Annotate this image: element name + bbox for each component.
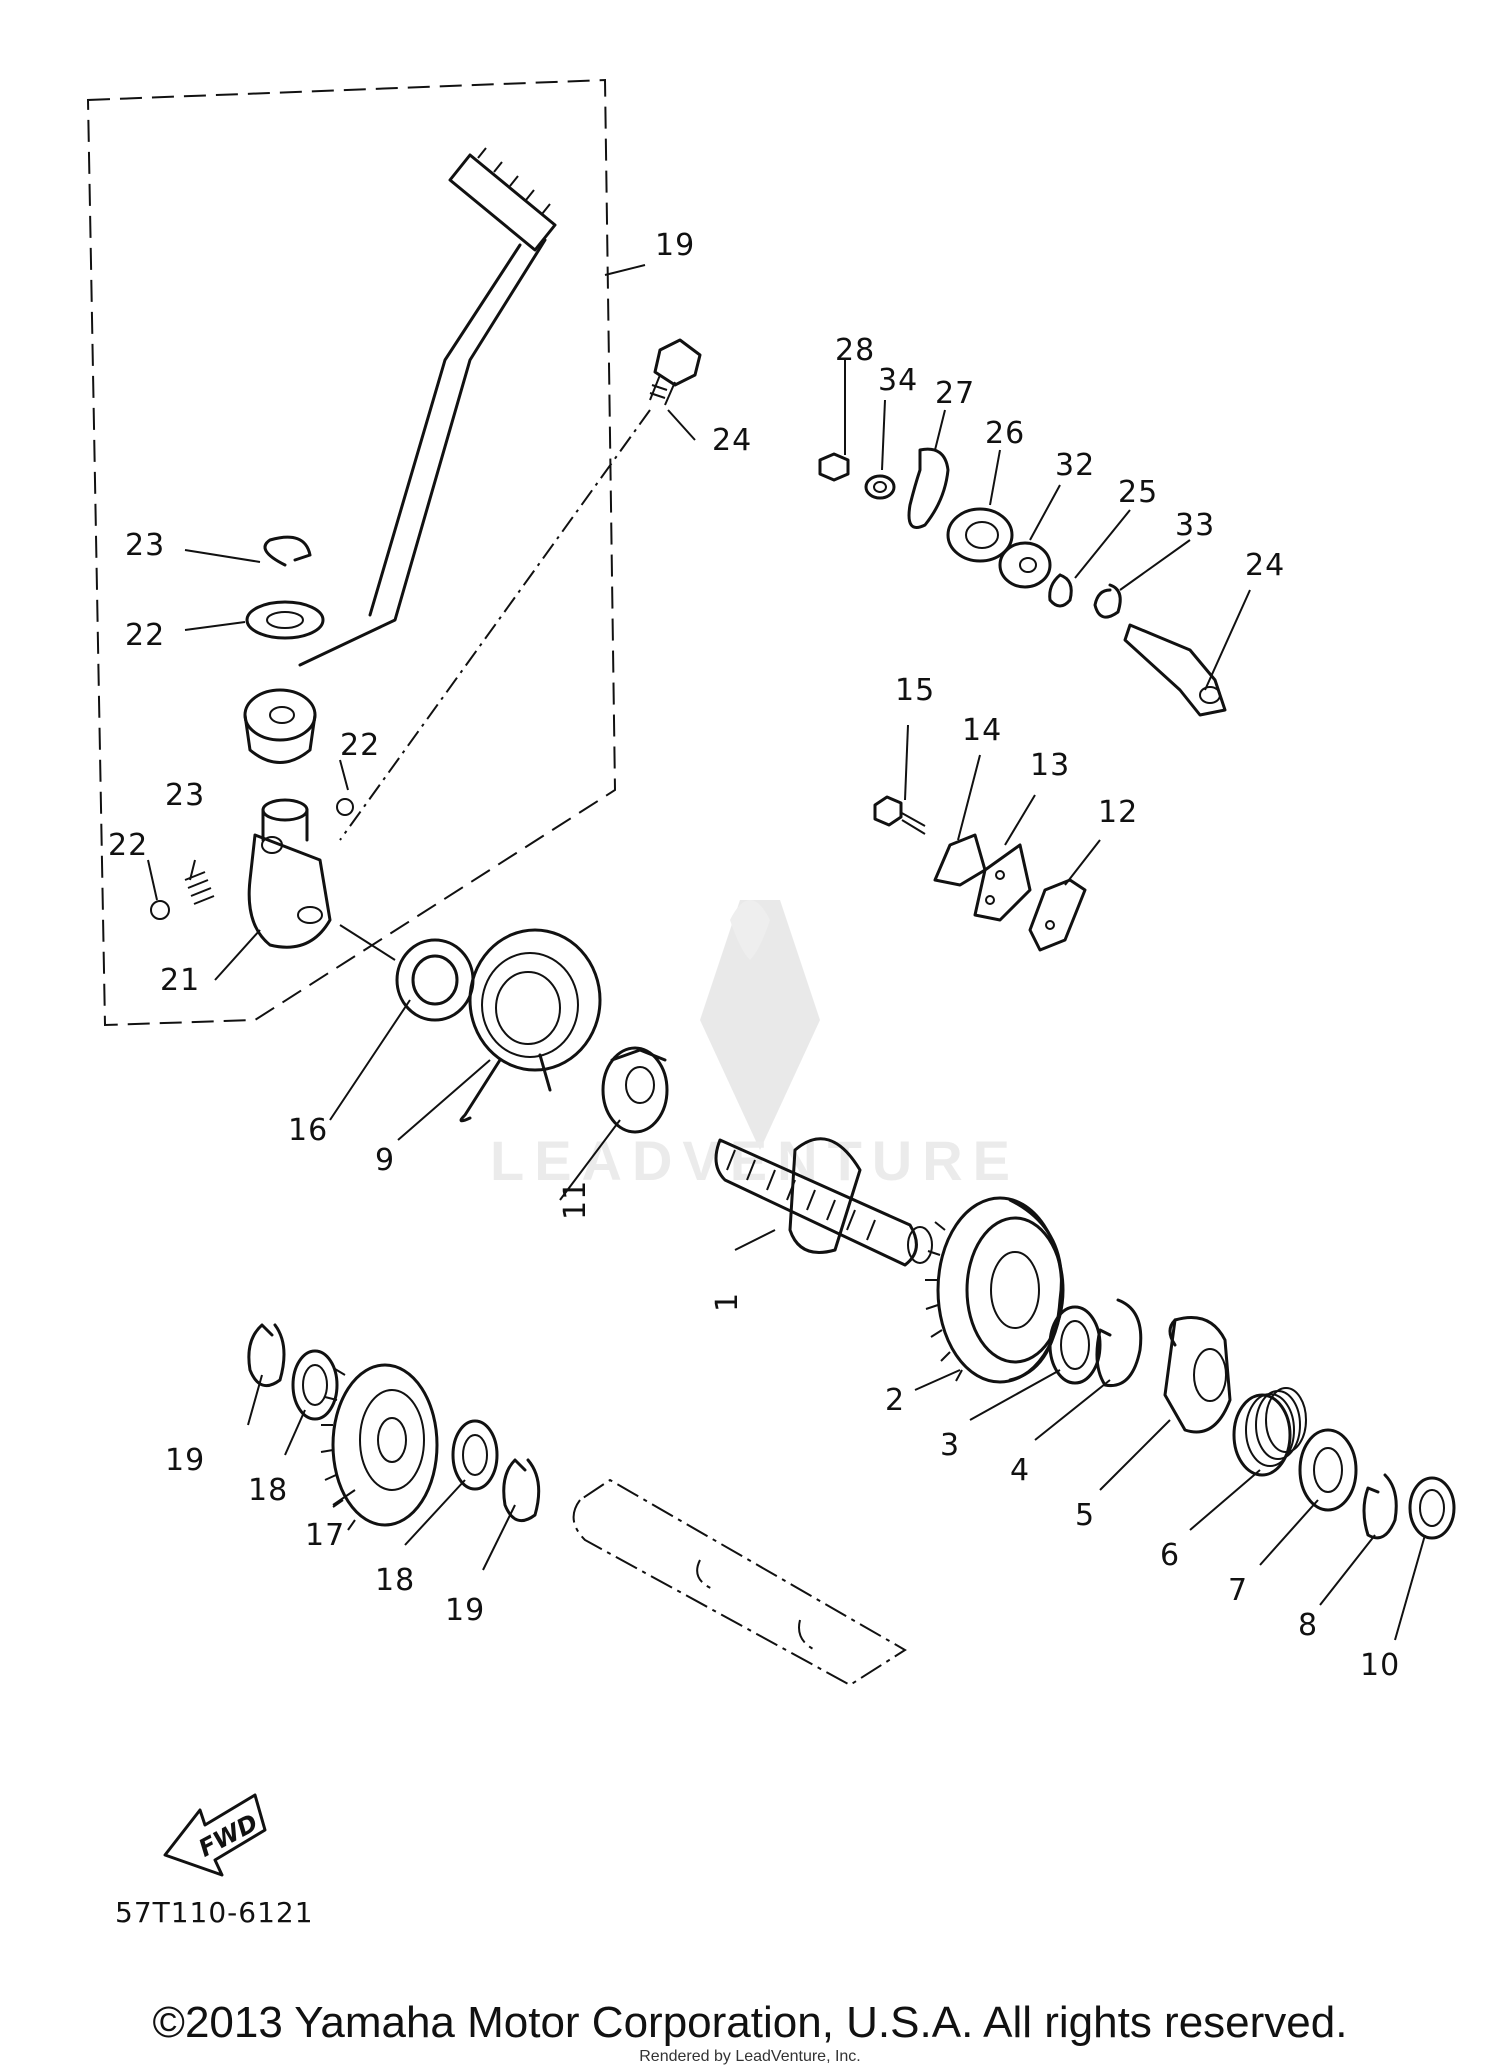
callout-15: 15 [895,673,935,708]
reference-shaft [572,1478,907,1687]
kick-crank-part [243,147,557,764]
washer-24-part [245,600,325,640]
callout-2: 2 [885,1383,905,1418]
watermark-text: LEADVENTURE [490,1129,1020,1192]
callout-10: 10 [1360,1648,1400,1683]
copyright-notice: ©2013 Yamaha Motor Corporation, U.S.A. A… [152,1998,1348,2047]
callout-8: 8 [1298,1608,1318,1643]
washer-7-part [1298,1428,1358,1512]
callout-18-upper: 18 [248,1473,288,1508]
callout-27: 24 [1245,548,1285,583]
callout-28: 25 [1118,475,1158,510]
callout-18-lower: 18 [375,1563,415,1598]
kick-gear-part [925,1196,1065,1384]
spring-guide-part [601,1046,669,1134]
callout-23: 23 [165,778,205,813]
callout-34: 34 [878,363,918,398]
fwd-label: FWD [194,1808,263,1862]
callout-31: 28 [835,333,875,368]
oil-seal-part [395,938,475,1022]
bolt-guide-line [339,409,651,841]
callout-26: 24 [712,423,752,458]
ratchet-wheel-part [1163,1316,1232,1434]
callout-19-upper: 19 [165,1443,205,1478]
callout-7: 7 [1228,1573,1248,1608]
circlip-19-upper-part [247,1323,286,1388]
circlip-25-part [263,535,312,567]
washer-18-upper-part [291,1349,339,1421]
callout-29: 26 [985,416,1025,451]
callout-22-left: 22 [108,828,148,863]
guide-plate-assembly [873,795,1087,952]
rendered-by-label: Rendered by LeadVenture, Inc. [639,2048,861,2065]
callout-24: 22 [125,618,165,653]
callout-6: 6 [1160,1538,1180,1573]
bolt-part [649,338,702,406]
fwd-arrow-icon: FWD [163,1793,267,1877]
kick-lever-group-border [86,78,617,1027]
callout-11: 11 [558,1180,593,1220]
watermark-logo: LEADVENTURE [490,900,1020,1192]
callout-25: 23 [125,528,165,563]
callout-12: 12 [1098,795,1138,830]
kick-axle-part [714,1137,933,1267]
callout-19-lower: 19 [445,1593,485,1628]
idle-gear-part [320,1363,439,1531]
callout-20: 19 [655,228,695,263]
callout-17: 17 [305,1518,345,1553]
circlip-19-lower-part [502,1458,541,1523]
callout-22-right: 22 [340,728,380,763]
callout-4: 4 [1010,1453,1030,1488]
callout-5: 5 [1075,1498,1095,1533]
callout-1: 1 [710,1292,745,1312]
callout-3: 3 [940,1428,960,1463]
compression-spring-part [1232,1387,1307,1477]
torsion-spring-part [459,928,602,1123]
kick-stopper-assembly [818,447,1227,717]
leader-lines [147,264,1426,1641]
callout-14: 14 [962,713,1002,748]
callout-9: 9 [375,1143,395,1178]
kick-boss-part [150,798,354,949]
callout-21: 21 [160,963,200,998]
washer-10-part [1408,1476,1456,1540]
callout-13: 13 [1030,748,1070,783]
washer-18-lower-part [451,1419,499,1491]
drawing-code: 57T110-6121 [115,1896,314,1929]
circlip-4-part [1095,1298,1143,1388]
callout-32: 32 [1055,448,1095,483]
circlip-8-part [1362,1473,1398,1540]
callout-30: 27 [935,376,975,411]
callout-16: 16 [288,1113,328,1148]
washer-3-part [1048,1305,1102,1385]
callout-33: 33 [1175,508,1215,543]
